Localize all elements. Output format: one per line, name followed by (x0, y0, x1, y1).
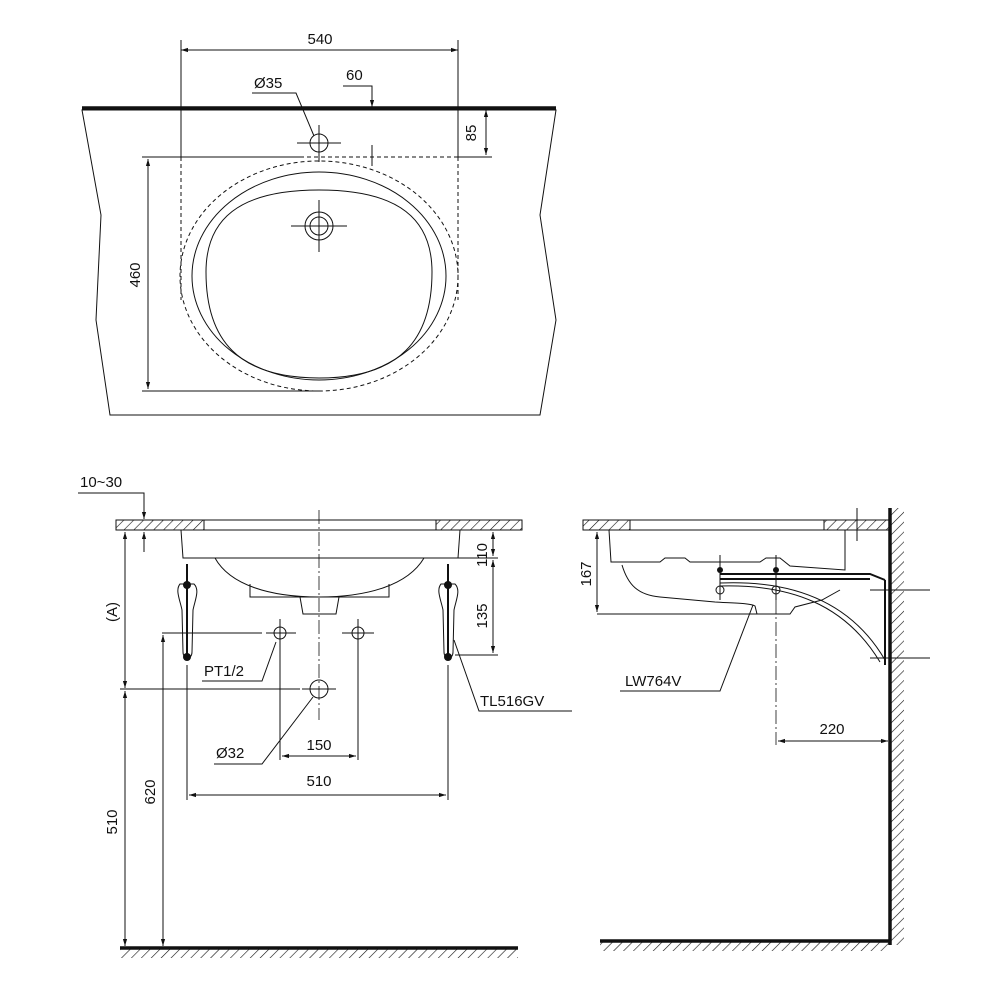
side-floor (600, 941, 890, 951)
front-view: 10~30 (A) 510 620 110 135 PT1/2 Ø32 150 … (78, 474, 572, 958)
bracket-spacing-dim-label: 510 (306, 773, 331, 790)
side-countertop-left (582, 519, 631, 531)
countertop-right (435, 519, 523, 531)
depth-dim-label: 460 (127, 262, 144, 287)
floor-to-drain-dim-label: 510 (104, 809, 121, 834)
width-dim-label: 540 (307, 31, 332, 48)
side-bracket (715, 555, 930, 665)
depth-offset-dim-label: 85 (463, 125, 480, 142)
rim-depth-dim-label: 110 (474, 543, 491, 567)
wall-distance-dim-label: 220 (819, 721, 844, 738)
counter-thickness-dim-label: 10~30 (80, 474, 122, 491)
drain-label: Ø32 (216, 745, 244, 762)
bracket-left (177, 564, 198, 661)
bracket-dim-label: 135 (474, 603, 491, 628)
bowl-outline (205, 189, 433, 379)
top-view: 540 Ø35 60 85 460 (81, 31, 557, 416)
side-view: 167 LW764V 220 (578, 508, 930, 951)
basin-model-label: LW764V (625, 673, 681, 690)
floor-to-supply-dim-label: 620 (142, 779, 159, 804)
wall (890, 508, 904, 945)
rim-dashed (179, 160, 459, 392)
supply-spacing-dim-label: 150 (306, 737, 331, 754)
countertop-outline (81, 109, 557, 416)
offset-dim-label: 60 (346, 67, 363, 84)
countertop-left (115, 519, 205, 531)
floor (120, 948, 518, 958)
basin-profile (180, 529, 461, 615)
height-a-dim-label: (A) (104, 602, 121, 622)
supply-label: PT1/2 (204, 663, 244, 680)
faucet-hole-dim-label: Ø35 (254, 75, 282, 92)
bracket-right (438, 564, 459, 661)
rim-outline (191, 171, 447, 381)
basin-depth-dim-label: 167 (578, 561, 595, 586)
bracket-model-label: TL516GV (480, 693, 544, 710)
